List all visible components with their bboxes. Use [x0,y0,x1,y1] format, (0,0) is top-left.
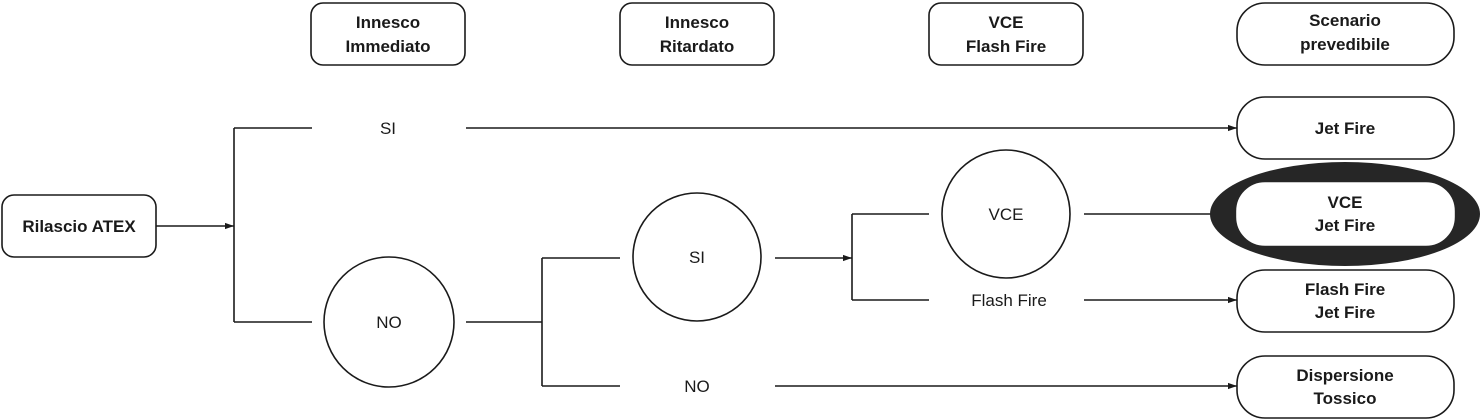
header-ritardato-line1: Innesco [665,13,729,32]
outcome-jet-fire: Jet Fire [1236,96,1455,160]
header-vce-line1: VCE [989,13,1024,32]
header-innesco-ritardato: Innesco Ritardato [619,2,775,66]
outcome-vce-line2: Jet Fire [1315,216,1375,235]
start-box: Rilascio ATEX [1,194,157,258]
header-vce-flash-fire: VCE Flash Fire [928,2,1084,66]
header-innesco-immediato: Innesco Immediato [310,2,466,66]
circle-vce: VCE [941,149,1071,279]
header-vce-line2: Flash Fire [966,37,1046,56]
outcome-vce-line1: VCE [1328,193,1363,212]
branch-label-flash-fire: Flash Fire [971,291,1047,310]
circle-label-vce: VCE [989,205,1024,224]
connector-lines [156,124,1237,390]
outcome-jet-fire-label: Jet Fire [1315,119,1375,138]
circle-label-si-delayed: SI [689,248,705,267]
outcome-vce-jet-fire-highlighted: VCE Jet Fire [1210,162,1480,266]
header-ritardato-line2: Ritardato [660,37,735,56]
branch-label-si-immediate: SI [380,119,396,138]
header-scenario-line1: Scenario [1309,11,1381,30]
header-immediato-line1: Innesco [356,13,420,32]
outcome-dispersione-tossico: Dispersione Tossico [1236,355,1455,419]
branch-label-no-delayed: NO [684,377,710,396]
circle-label-no-immediate: NO [376,313,402,332]
circle-no-immediate: NO [323,256,455,388]
outcome-flash-line1: Flash Fire [1305,280,1385,299]
header-immediato-line2: Immediato [345,37,430,56]
header-scenario-line2: prevedibile [1300,35,1390,54]
circle-si-delayed: SI [632,192,762,322]
outcome-dispersione-line2: Tossico [1314,389,1377,408]
start-label: Rilascio ATEX [22,217,136,236]
header-scenario-prevedibile: Scenario prevedibile [1236,2,1455,66]
outcome-dispersione-line1: Dispersione [1296,366,1393,385]
outcome-flash-fire-jet-fire: Flash Fire Jet Fire [1236,269,1455,333]
outcome-flash-line2: Jet Fire [1315,303,1375,322]
